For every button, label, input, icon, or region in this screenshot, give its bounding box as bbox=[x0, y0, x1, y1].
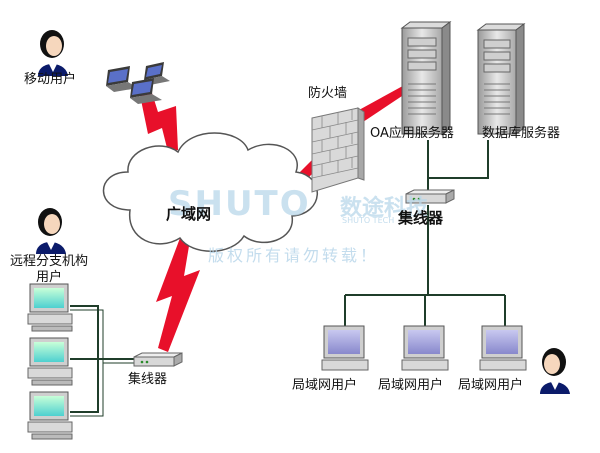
remote-branch-label-line2: 用户 bbox=[36, 270, 63, 285]
mobile-user-avatar-icon bbox=[38, 30, 68, 76]
lan-user-label-2: 局域网用户 bbox=[378, 378, 444, 393]
oa-server-icon bbox=[400, 21, 452, 135]
lan-hub-label: 集线器 bbox=[398, 209, 444, 227]
lan-hub-icon bbox=[405, 189, 455, 204]
firewall-label: 防火墙 bbox=[308, 86, 348, 101]
db-server-icon bbox=[476, 23, 526, 135]
wan-cloud-icon bbox=[102, 132, 319, 252]
lan-cabling bbox=[70, 140, 506, 413]
watermark-notice: 版权所有请勿转载！ bbox=[208, 246, 380, 265]
link-mobile-to-wan bbox=[140, 93, 178, 152]
lan-user-label-3: 局域网用户 bbox=[458, 378, 524, 393]
oa-server-label: OA应用服务器 bbox=[370, 126, 454, 141]
lan-pc-icons bbox=[321, 325, 527, 371]
wan-label: 广域网 bbox=[166, 205, 212, 223]
lan-user-avatar-icon bbox=[540, 348, 570, 394]
branch-hub-icon bbox=[133, 352, 183, 367]
db-server-label: 数据库服务器 bbox=[482, 126, 561, 141]
lan-user-label-1: 局域网用户 bbox=[292, 378, 358, 393]
branch-hub-label: 集线器 bbox=[128, 372, 168, 387]
firewall-icon bbox=[311, 107, 365, 193]
remote-user-avatar-icon bbox=[36, 208, 66, 254]
watermark-brand-en: SHUTO TECH bbox=[342, 216, 395, 225]
remote-branch-label-line1: 远程分支机构 bbox=[10, 254, 89, 269]
link-wan-to-branch-hub bbox=[156, 238, 200, 352]
watermark-logo: SHUTO bbox=[168, 184, 311, 224]
branch-pc-icons bbox=[27, 283, 73, 440]
laptop-icons bbox=[106, 62, 170, 104]
watermark-brand-cn: 数途科技 bbox=[340, 196, 429, 221]
mobile-user-label: 移动用户 bbox=[24, 72, 77, 87]
